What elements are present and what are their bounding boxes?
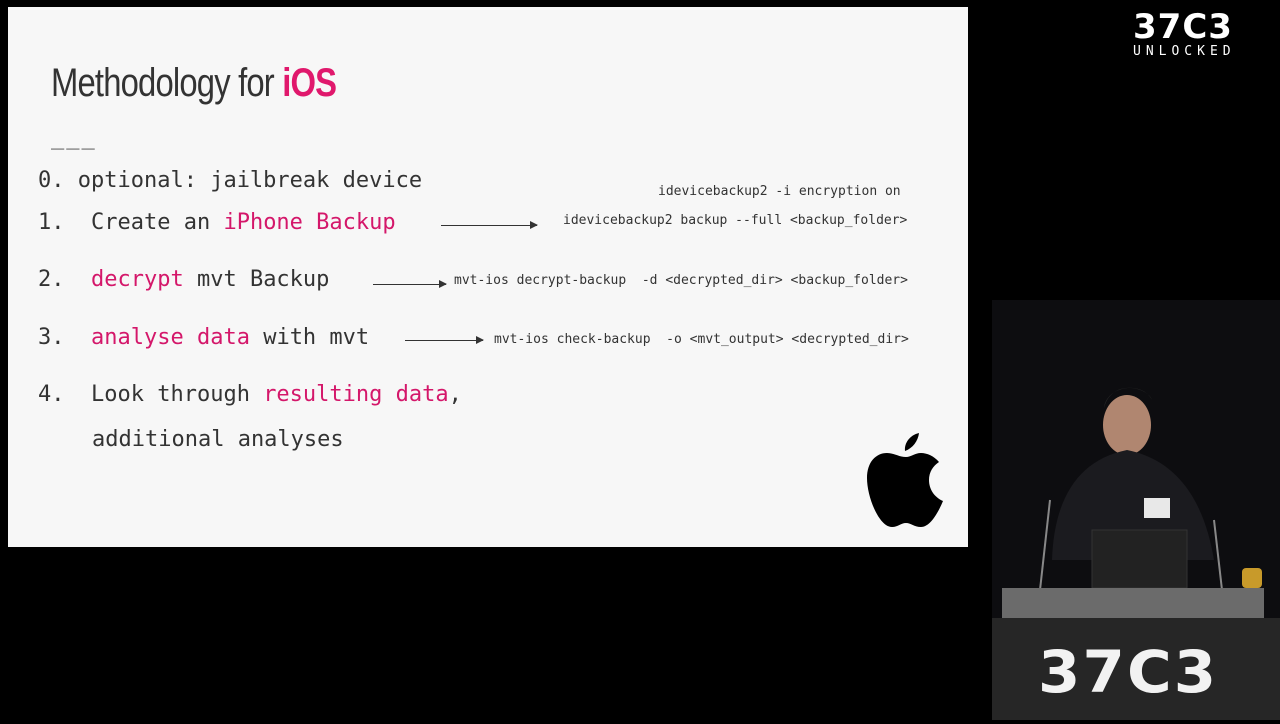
slide-title: Methodology for iOS <box>51 61 337 106</box>
step-0: 0. optional: jailbreak device <box>38 168 422 193</box>
presentation-slide: Methodology for iOS ___ 0. optional: jai… <box>8 7 968 547</box>
step-number: 0. <box>38 168 65 193</box>
apple-logo-icon <box>867 433 943 527</box>
speaker-figure <box>992 300 1280 720</box>
step-number: 1. <box>38 210 65 235</box>
arrow-step-3 <box>405 336 484 344</box>
step-highlight: decrypt <box>91 267 184 292</box>
arrow-step-2 <box>373 280 447 288</box>
title-separator: ___ <box>51 125 97 150</box>
step-1: 1. Create an iPhone Backup <box>38 210 396 235</box>
step-4: 4. Look through resulting data, <box>38 382 462 407</box>
event-logo-sub: UNLOCKED <box>1133 44 1236 59</box>
step-highlight: analyse data <box>91 325 250 350</box>
step-text: mvt Backup <box>183 267 330 292</box>
title-accent: iOS <box>282 61 337 105</box>
command-check: mvt-ios check-backup -o <mvt_output> <de… <box>494 332 909 347</box>
step-text: with mvt <box>249 325 370 350</box>
arrow-step-1 <box>441 221 538 229</box>
step-text-suffix: , <box>448 382 462 407</box>
step-3: 3. analyse data with mvt <box>38 325 369 350</box>
command-encryption: idevicebackup2 -i encryption on <box>658 184 901 199</box>
step-text: optional: jailbreak device <box>77 168 423 193</box>
step-2: 2. decrypt mvt Backup <box>38 267 329 292</box>
title-prefix: Methodology for <box>51 61 283 105</box>
event-logo-main: 37C3 <box>1133 7 1233 47</box>
command-backup: idevicebackup2 backup --full <backup_fol… <box>563 213 908 228</box>
step-4-line2: additional analyses <box>92 427 344 452</box>
step-text: Look through <box>91 382 264 407</box>
step-number: 4. <box>38 382 65 407</box>
event-logo: 37C3 UNLOCKED <box>1133 10 1271 59</box>
speaker-stage <box>992 300 1280 720</box>
podium-logo: 37C3 <box>1038 638 1219 706</box>
command-decrypt: mvt-ios decrypt-backup -d <decrypted_dir… <box>454 273 908 288</box>
step-highlight: resulting data <box>263 382 449 407</box>
step-text: Create an <box>91 210 224 235</box>
step-number: 2. <box>38 267 65 292</box>
step-number: 3. <box>38 325 65 350</box>
step-highlight: iPhone Backup <box>223 210 396 235</box>
